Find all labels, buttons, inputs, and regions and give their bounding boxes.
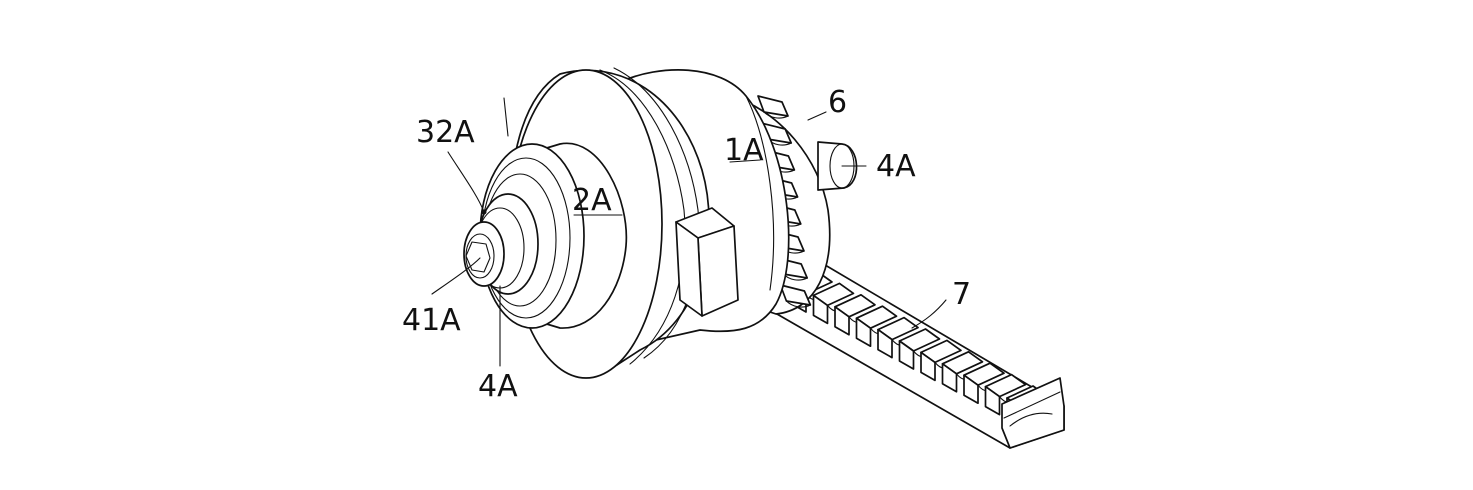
front-hub [475, 97, 628, 329]
rack-tooth [920, 339, 962, 382]
gear-tooth [779, 284, 812, 308]
rack-tooth [855, 305, 898, 348]
label-1a: 1A [724, 133, 764, 168]
gear-tooth [757, 95, 789, 119]
rack-tooth [941, 350, 984, 393]
gear-rack [769, 261, 1065, 449]
label-4a-right: 4A [876, 149, 916, 184]
rack-tooth [898, 328, 941, 370]
label-32a: 32A [416, 115, 475, 150]
leader-lines [431, 111, 947, 367]
label-6: 6 [828, 85, 847, 120]
shaft-end [463, 209, 505, 287]
rack-tooth [834, 293, 876, 336]
reference-labels: 32A 2A 1A 6 4A 7 41A 4A [402, 85, 971, 404]
label-2a: 2A [572, 183, 612, 218]
mounting-block [675, 207, 739, 317]
label-4a-bottom: 4A [478, 369, 518, 404]
rack-tooth [877, 316, 919, 359]
label-41a: 41A [402, 303, 461, 338]
label-7: 7 [952, 277, 971, 312]
